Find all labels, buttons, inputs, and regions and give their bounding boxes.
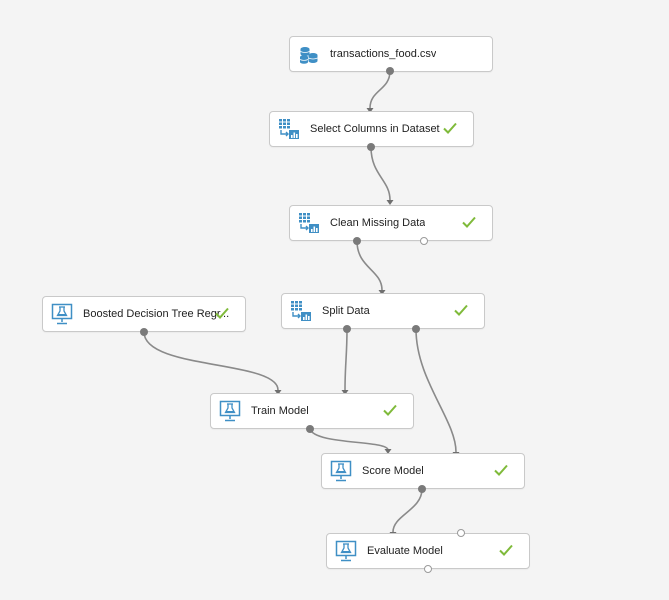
connection-dataset-select: [369, 70, 391, 109]
connection-boosted-train: [143, 331, 279, 391]
module-label: Evaluate Model: [367, 545, 443, 557]
module-label: Boosted Decision Tree Regr...: [83, 308, 230, 320]
data-transform-icon: [290, 300, 312, 322]
connection-score-evaluate: [392, 488, 423, 533]
ml-module-icon: [335, 540, 357, 562]
input-port-unused[interactable]: [457, 529, 465, 537]
output-port-unused[interactable]: [424, 565, 432, 573]
connection-select-clean: [370, 146, 391, 201]
module-boosted-decision-tree[interactable]: Boosted Decision Tree Regr...: [42, 296, 246, 332]
output-port-left[interactable]: [343, 325, 351, 333]
output-port-right[interactable]: [412, 325, 420, 333]
checkmark-icon: [499, 544, 513, 556]
module-label: transactions_food.csv: [330, 48, 437, 60]
checkmark-icon: [494, 464, 508, 476]
output-port[interactable]: [386, 67, 394, 75]
ml-module-icon: [51, 303, 73, 325]
ml-module-icon: [219, 400, 241, 422]
output-port[interactable]: [140, 328, 148, 336]
module-label: Select Columns in Dataset: [310, 123, 440, 135]
module-evaluate-model[interactable]: Evaluate Model: [326, 533, 530, 569]
module-label: Train Model: [251, 405, 309, 417]
connection-split-score: [415, 328, 457, 453]
module-label: Split Data: [322, 305, 370, 317]
output-port[interactable]: [367, 143, 375, 151]
connection-clean-split: [356, 240, 383, 291]
ml-module-icon: [330, 460, 352, 482]
output-port[interactable]: [418, 485, 426, 493]
checkmark-icon: [454, 304, 468, 316]
module-score-model[interactable]: Score Model: [321, 453, 525, 489]
output-port[interactable]: [306, 425, 314, 433]
output-port-unused[interactable]: [420, 237, 428, 245]
checkmark-icon: [383, 404, 397, 416]
dataset-icon: [298, 43, 320, 65]
module-split-data[interactable]: Split Data: [281, 293, 485, 329]
module-clean-missing-data[interactable]: Clean Missing Data: [289, 205, 493, 241]
connection-train-score: [309, 428, 389, 451]
connection-split-train: [344, 328, 348, 391]
module-select-columns[interactable]: Select Columns in Dataset: [269, 111, 474, 147]
checkmark-icon: [462, 216, 476, 228]
module-label: Score Model: [362, 465, 424, 477]
checkmark-icon: [215, 307, 229, 319]
data-transform-icon: [298, 212, 320, 234]
module-dataset[interactable]: transactions_food.csv: [289, 36, 493, 72]
checkmark-icon: [443, 122, 457, 134]
data-transform-icon: [278, 118, 300, 140]
output-port[interactable]: [353, 237, 361, 245]
module-label: Clean Missing Data: [330, 217, 426, 229]
module-train-model[interactable]: Train Model: [210, 393, 414, 429]
